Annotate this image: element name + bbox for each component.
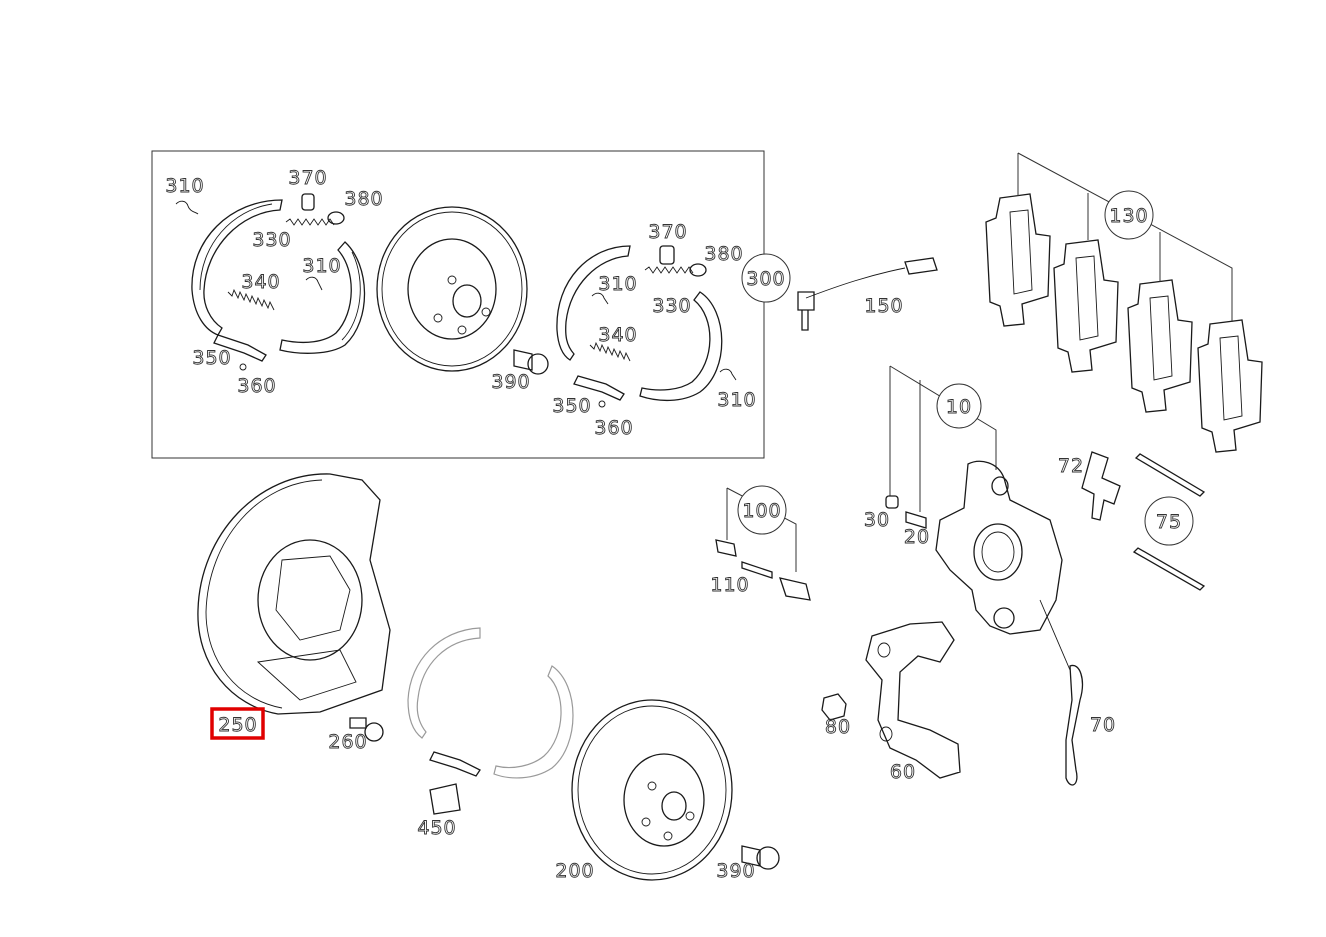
label-350-a[interactable]: 350: [192, 347, 231, 370]
screw-390-top[interactable]: [513, 349, 549, 375]
callout-75-text: 75: [1156, 511, 1182, 533]
label-310-c[interactable]: 310: [598, 273, 637, 296]
right-adjusters[interactable]: [573, 245, 707, 408]
label-200[interactable]: 200: [555, 860, 594, 883]
label-380-a[interactable]: 380: [344, 188, 383, 211]
callout-10-text: 10: [946, 396, 972, 418]
label-310-b[interactable]: 310: [302, 255, 341, 278]
bleed-screw[interactable]: [905, 511, 927, 529]
caliper[interactable]: [935, 460, 1071, 671]
rear-disc-bottom[interactable]: [571, 699, 733, 881]
label-380-b[interactable]: 380: [704, 243, 743, 266]
left-springs[interactable]: [175, 200, 335, 311]
label-340-a[interactable]: 340: [241, 271, 280, 294]
label-390-a[interactable]: 390: [491, 371, 530, 394]
highlighted-part-250[interactable]: 250: [210, 707, 265, 740]
callout-130[interactable]: 130: [1104, 190, 1154, 240]
leaders-130: [1017, 152, 1233, 322]
parking-brake-kit-frame: [151, 150, 765, 459]
label-72[interactable]: 72: [1057, 455, 1084, 478]
callout-300[interactable]: 300: [741, 253, 791, 303]
highlight-box: [210, 707, 265, 740]
wear-sensor[interactable]: [797, 257, 938, 331]
callout-100[interactable]: 100: [737, 485, 787, 535]
label-20[interactable]: 20: [903, 526, 930, 549]
callout-300-text: 300: [746, 268, 785, 290]
left-brake-shoes[interactable]: [191, 199, 366, 354]
label-370-b[interactable]: 370: [648, 221, 687, 244]
callout-100-text: 100: [742, 500, 781, 522]
label-110[interactable]: 110: [710, 574, 749, 597]
label-260[interactable]: 260: [328, 731, 367, 754]
label-250[interactable]: 250: [218, 714, 257, 737]
screw-390-bottom[interactable]: [741, 845, 780, 870]
callout-130-text: 130: [1109, 205, 1148, 227]
label-390-b[interactable]: 390: [716, 860, 755, 883]
carrier-bolt[interactable]: [821, 693, 847, 721]
label-340-b[interactable]: 340: [598, 324, 637, 347]
brake-pads[interactable]: [985, 193, 1263, 453]
label-310-d[interactable]: 310: [717, 389, 756, 412]
label-360-b[interactable]: 360: [594, 417, 633, 440]
shield-bolt-260[interactable]: [349, 717, 384, 742]
label-450[interactable]: 450: [417, 817, 456, 840]
adjuster-ghost[interactable]: [429, 751, 481, 777]
label-60[interactable]: 60: [889, 761, 916, 784]
guide-pins[interactable]: [1132, 453, 1206, 591]
label-80[interactable]: 80: [824, 716, 851, 739]
callout-10[interactable]: 10: [936, 383, 982, 429]
label-30[interactable]: 30: [863, 509, 890, 532]
guide-bushings[interactable]: [715, 539, 811, 601]
spring-clip-72[interactable]: [1081, 451, 1121, 521]
caliper-carrier[interactable]: [865, 621, 961, 779]
callout-75[interactable]: 75: [1144, 496, 1194, 546]
rear-disc-top[interactable]: [376, 206, 528, 372]
label-70[interactable]: 70: [1089, 714, 1116, 737]
pad-spring-70[interactable]: [1065, 664, 1084, 786]
ghost-brake-shoes: [407, 627, 574, 779]
label-310-a[interactable]: 310: [165, 175, 204, 198]
right-springs[interactable]: [589, 266, 737, 381]
label-150[interactable]: 150: [864, 295, 903, 318]
label-330-b[interactable]: 330: [652, 295, 691, 318]
clip-450[interactable]: [429, 783, 461, 815]
left-adjusters[interactable]: [213, 193, 345, 371]
label-370-a[interactable]: 370: [288, 167, 327, 190]
leaders-10: [889, 365, 997, 512]
right-brake-shoes[interactable]: [556, 245, 723, 402]
label-350-b[interactable]: 350: [552, 395, 591, 418]
label-330-a[interactable]: 330: [252, 229, 291, 252]
bleed-cap[interactable]: [885, 495, 899, 509]
part-labels: 310 370 380 330 310 340 350 360 370 380 …: [165, 167, 1116, 883]
label-360-a[interactable]: 360: [237, 375, 276, 398]
dust-shield[interactable]: [197, 473, 391, 715]
